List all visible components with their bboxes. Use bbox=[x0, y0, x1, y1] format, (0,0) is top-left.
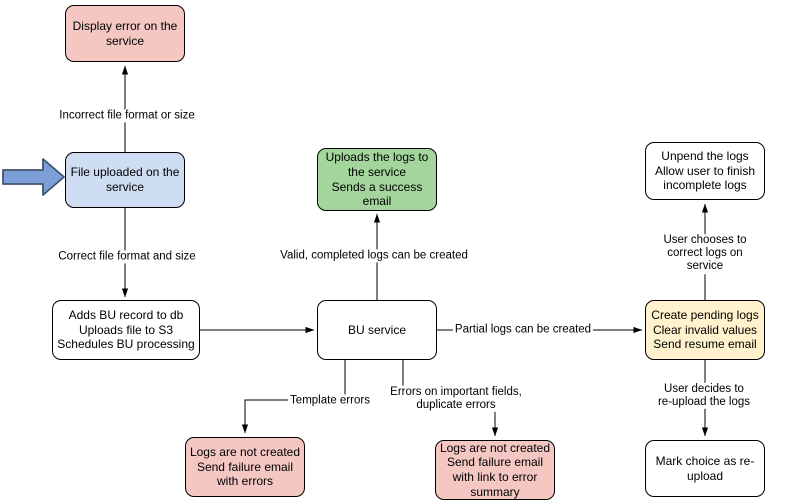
node-upload-success: Uploads the logs to the service Sends a … bbox=[317, 148, 437, 211]
edge-label-partial-logs: Partial logs can be created bbox=[452, 323, 594, 337]
entry-arrow-icon bbox=[2, 158, 65, 196]
edge-label-template-errors: Template errors bbox=[288, 394, 372, 408]
edge-label-incorrect-format: Incorrect file format or size bbox=[57, 109, 197, 123]
edge-label-correct-format: Correct file format and size bbox=[56, 250, 198, 264]
node-adds-bu-record: Adds BU record to db Uploads file to S3 … bbox=[52, 300, 200, 360]
edge-label-valid-completed: Valid, completed logs can be created bbox=[278, 249, 470, 263]
node-create-pending-logs: Create pending logs Clear invalid values… bbox=[645, 300, 765, 360]
node-display-error: Display error on the service bbox=[65, 5, 185, 62]
edge-label-important-fields: Errors on important fields, duplicate er… bbox=[388, 385, 524, 413]
node-logs-not-created-errors: Logs are not created Send failure email … bbox=[185, 437, 305, 497]
node-unpend-logs: Unpend the logs Allow user to finish inc… bbox=[645, 142, 765, 200]
edge-label-user-corrects: User chooses to correct logs on service bbox=[657, 234, 753, 274]
node-bu-service: BU service bbox=[317, 300, 437, 360]
node-mark-reupload: Mark choice as re- upload bbox=[645, 440, 765, 497]
node-file-uploaded: File uploaded on the service bbox=[65, 152, 185, 208]
edge-label-user-reuploads: User decides to re-upload the logs bbox=[655, 382, 753, 410]
node-logs-not-created-summary: Logs are not created Send failure email … bbox=[435, 440, 555, 500]
